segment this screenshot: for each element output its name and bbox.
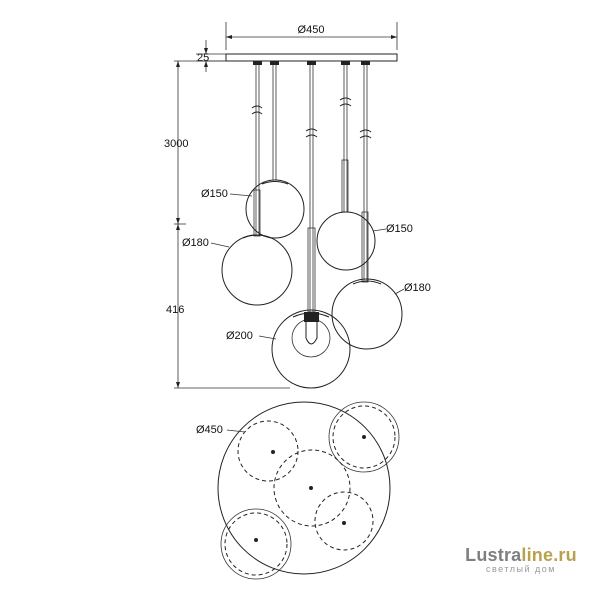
top-shade-180-left [220, 508, 292, 580]
watermark-brand-part1: Lustra [465, 545, 522, 565]
label-shade-150-right: Ø150 [386, 223, 413, 235]
canopy-width-dimension: Ø450 [225, 22, 398, 50]
shade-180-right [331, 278, 403, 350]
canopy-width-label: Ø450 [298, 24, 325, 36]
shade-labels: Ø150 Ø180 Ø150 Ø180 Ø200 [182, 188, 431, 342]
brand-watermark: Lustraline.ru светлый дом [446, 546, 596, 575]
inner-diffuser [291, 318, 331, 358]
cables [251, 61, 372, 313]
shade-180-left [221, 234, 293, 306]
label-shade-180-right: Ø180 [404, 282, 431, 294]
socket [304, 312, 319, 322]
label-shade-180-left: Ø180 [182, 237, 209, 249]
canopy-height-dimension: 25 [196, 40, 226, 72]
shade-150-right [316, 211, 376, 271]
shade-150-left [245, 179, 305, 239]
watermark-tagline: светлый дом [485, 564, 556, 574]
shades-side-view [221, 179, 403, 389]
vertical-dimension: 3000 416 [164, 60, 290, 389]
watermark-brand: Lustraline.ru [446, 546, 596, 564]
bulb [305, 322, 318, 345]
canopy-height-label: 25 [197, 52, 209, 64]
cable-length-label: 3000 [164, 138, 188, 150]
label-top-view-diameter: Ø450 [196, 424, 223, 436]
top-shade-180-right [328, 401, 400, 473]
top-view-canopy [217, 401, 391, 575]
label-shade-200: Ø200 [226, 330, 253, 342]
label-shade-150-left: Ø150 [201, 188, 228, 200]
drop-height-label: 416 [166, 304, 184, 316]
top-view: Ø450 [196, 401, 400, 580]
watermark-brand-part2: line.ru [521, 545, 577, 565]
canopy [225, 53, 398, 62]
shade-200-center [271, 309, 351, 389]
